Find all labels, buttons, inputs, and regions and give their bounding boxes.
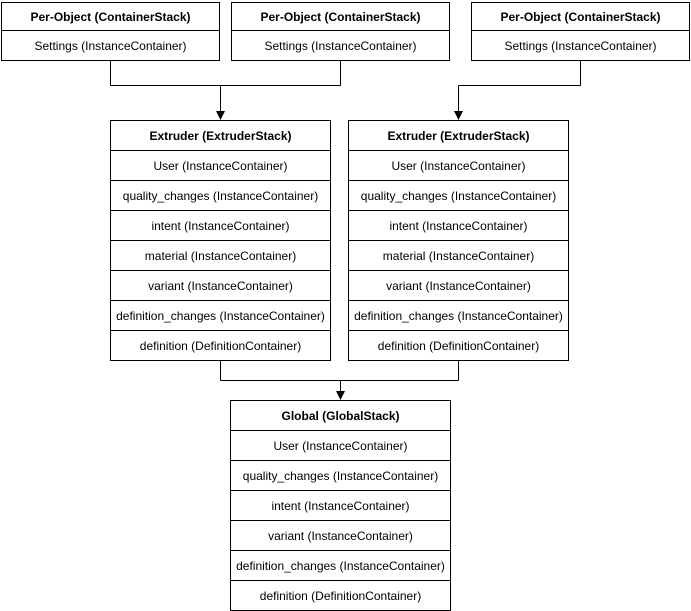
per-object-stack-1: Per-Object (ContainerStack) Settings (In… xyxy=(1,2,220,61)
stack-row: definition (DefinitionContainer) xyxy=(259,588,422,603)
stack-header: Per-Object (ContainerStack) xyxy=(472,3,689,31)
stack-row: intent (InstanceContainer) xyxy=(111,211,330,241)
stack-row: variant (InstanceContainer) xyxy=(231,521,450,551)
stack-row: definition (DefinitionContainer) xyxy=(377,338,540,353)
extruder-stack-left: Extruder (ExtruderStack) User (InstanceC… xyxy=(110,120,331,361)
stack-row: Settings (InstanceContainer) xyxy=(264,38,417,53)
stack-row: quality_changes (InstanceContainer) xyxy=(111,181,330,211)
arrowhead-down-icon xyxy=(454,111,463,120)
stack-row: material (InstanceContainer) xyxy=(349,241,568,271)
stack-row: intent (InstanceContainer) xyxy=(349,211,568,241)
stack-row: quality_changes (InstanceContainer) xyxy=(349,181,568,211)
global-stack: Global (GlobalStack) User (InstanceConta… xyxy=(230,400,451,611)
stack-header: Extruder (ExtruderStack) xyxy=(349,121,568,151)
stack-row: User (InstanceContainer) xyxy=(349,151,568,181)
arrowhead-down-icon xyxy=(216,111,225,120)
stack-row: variant (InstanceContainer) xyxy=(349,271,568,301)
arrowhead-down-icon xyxy=(336,391,345,400)
stack-row: definition_changes (InstanceContainer) xyxy=(349,301,568,331)
stack-row: Settings (InstanceContainer) xyxy=(34,38,187,53)
per-object-stack-2: Per-Object (ContainerStack) Settings (In… xyxy=(231,2,450,61)
stack-row: Settings (InstanceContainer) xyxy=(504,38,657,53)
stack-row: variant (InstanceContainer) xyxy=(111,271,330,301)
stack-row: definition_changes (InstanceContainer) xyxy=(231,551,450,581)
stack-header: Per-Object (ContainerStack) xyxy=(232,3,449,31)
stack-row: definition (DefinitionContainer) xyxy=(139,338,302,353)
stack-row: intent (InstanceContainer) xyxy=(231,491,450,521)
stack-row: User (InstanceContainer) xyxy=(111,151,330,181)
stack-header: Global (GlobalStack) xyxy=(231,401,450,431)
stack-row: definition_changes (InstanceContainer) xyxy=(111,301,330,331)
per-object-stack-3: Per-Object (ContainerStack) Settings (In… xyxy=(471,2,690,61)
stack-row: quality_changes (InstanceContainer) xyxy=(231,461,450,491)
stack-header: Extruder (ExtruderStack) xyxy=(111,121,330,151)
extruder-stack-right: Extruder (ExtruderStack) User (InstanceC… xyxy=(348,120,569,361)
stack-row: User (InstanceContainer) xyxy=(231,431,450,461)
stack-header: Per-Object (ContainerStack) xyxy=(2,3,219,31)
stack-row: material (InstanceContainer) xyxy=(111,241,330,271)
